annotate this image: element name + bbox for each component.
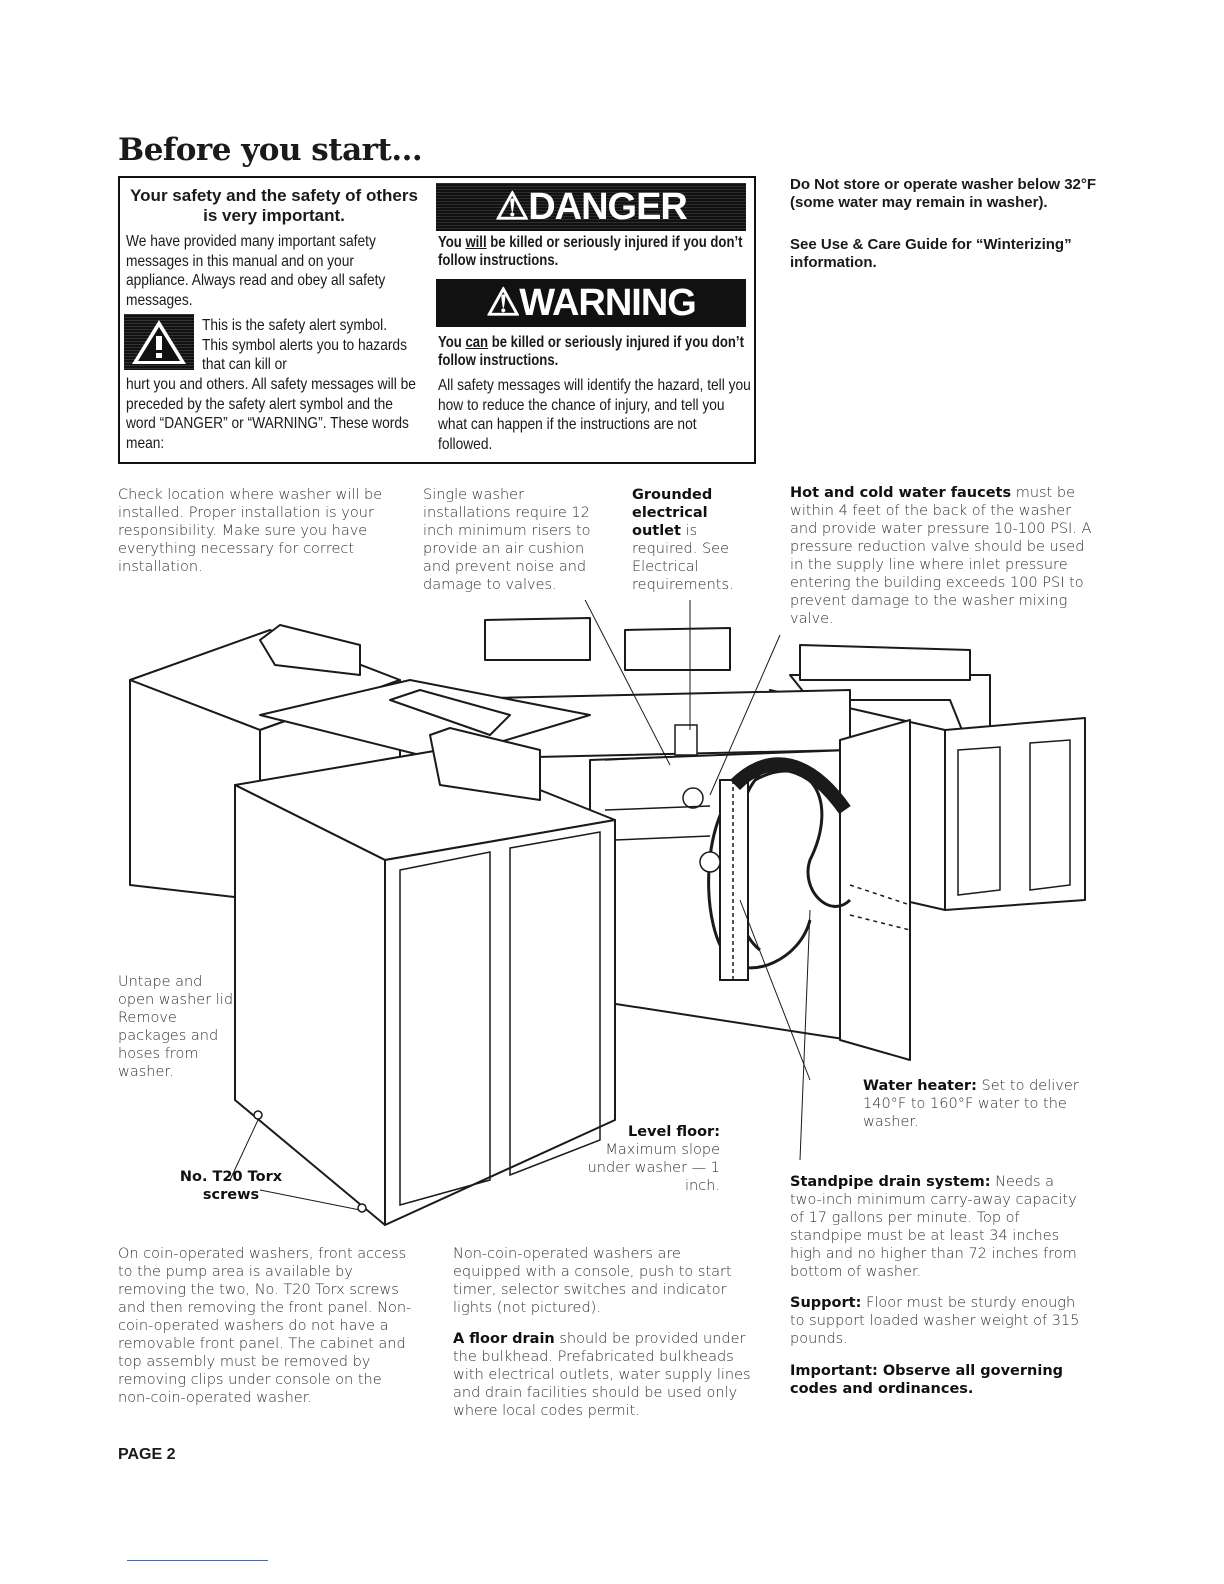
check-location-callout: Check location where washer will be inst… bbox=[118, 487, 383, 575]
safety-heading: Your safety and the safety of others is … bbox=[130, 186, 418, 225]
safety-box bbox=[118, 176, 756, 464]
safety-intro: We have provided many important safety m… bbox=[126, 233, 386, 309]
winterizing-note: See Use & Care Guide for “Winterizing” i… bbox=[790, 236, 1072, 271]
all-safety-messages-text: All safety messages will identify the ha… bbox=[438, 377, 751, 453]
danger-text: You will be killed or seriously injured … bbox=[438, 234, 743, 269]
support-note: Support: Floor must be sturdy enough to … bbox=[790, 1295, 1080, 1347]
coin-operated-note: On coin-operated washers, front access t… bbox=[118, 1246, 412, 1406]
water-heater-callout: Water heater: Set to deliver 140°F to 16… bbox=[863, 1078, 1079, 1130]
faucets-callout: Hot and cold water faucets must be withi… bbox=[790, 485, 1092, 627]
grounded-outlet-callout: Grounded electrical outlet is required. … bbox=[632, 487, 734, 593]
standpipe-note: Standpipe drain system: Needs a two-inch… bbox=[790, 1174, 1077, 1280]
danger-banner: ⚠DANGER bbox=[436, 183, 746, 231]
storage-note: Do Not store or operate washer below 32°… bbox=[790, 176, 1097, 211]
important-note: Important: Observe all governing codes a… bbox=[790, 1363, 1064, 1397]
safety-symbol-text: This is the safety alert symbol. This sy… bbox=[202, 317, 407, 373]
non-coin-note: Non-coin-operated washers are equipped w… bbox=[453, 1246, 732, 1316]
untape-callout: Untape and open washer lid. Remove packa… bbox=[118, 974, 238, 1080]
washer-installation-illustration bbox=[129, 600, 1086, 1226]
single-washer-callout: Single washer installations require 12 i… bbox=[423, 487, 591, 593]
level-floor-callout: Level floor:Maximum slope under washer —… bbox=[587, 1124, 720, 1194]
footer-rule bbox=[127, 1560, 268, 1561]
warning-banner: ⚠WARNING bbox=[436, 279, 746, 327]
torx-screws-label: No. T20 Torx screws bbox=[179, 1169, 283, 1203]
floor-drain-note: A floor drain should be provided under t… bbox=[453, 1331, 751, 1419]
page-number: PAGE 2 bbox=[118, 1446, 176, 1463]
page-title: Before you start... bbox=[118, 132, 423, 168]
safety-preceded-text: hurt you and others. All safety messages… bbox=[126, 376, 416, 452]
warning-text: You can be killed or seriously injured i… bbox=[438, 334, 744, 369]
safety-alert-icon bbox=[124, 314, 194, 370]
